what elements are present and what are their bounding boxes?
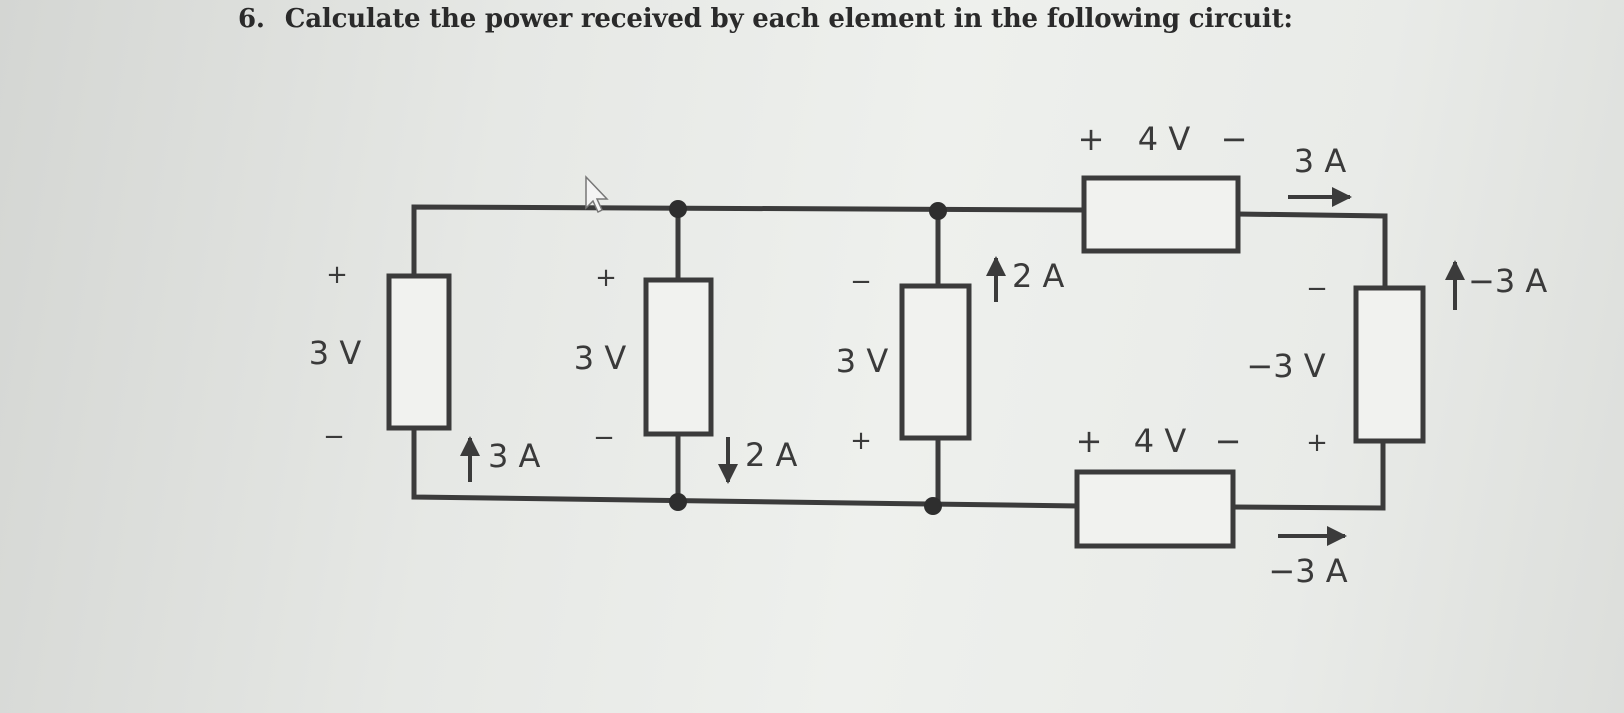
element-4-voltage: 4 V bbox=[1138, 120, 1191, 158]
wires bbox=[411, 204, 1388, 511]
question-body: Calculate the power received by each ele… bbox=[284, 4, 1293, 34]
question-text: 6. Calculate the power received by each e… bbox=[238, 4, 1293, 34]
element-5-current: −3 A bbox=[1468, 262, 1547, 300]
element-3-plus: + bbox=[850, 426, 872, 456]
element-1-plus: + bbox=[326, 260, 348, 290]
element-1-current: 3 A bbox=[488, 437, 541, 475]
element-1-minus: − bbox=[323, 422, 345, 452]
element-1-voltage: 3 V bbox=[309, 334, 362, 372]
node-bottom-1 bbox=[669, 493, 687, 511]
element-6-voltage: 4 V bbox=[1134, 422, 1187, 460]
element-2-box bbox=[643, 277, 714, 437]
top-wire-left bbox=[411, 204, 1087, 279]
element-2-plus: + bbox=[595, 263, 617, 293]
nodes bbox=[669, 200, 947, 515]
element-6-box bbox=[1074, 469, 1236, 549]
element-5-box bbox=[1353, 285, 1426, 444]
node-top-1 bbox=[669, 200, 687, 218]
element-4-plus: + bbox=[1078, 120, 1105, 158]
bottom-wire-right bbox=[1230, 438, 1386, 511]
node-bottom-2 bbox=[924, 497, 942, 515]
element-5-minus: − bbox=[1306, 274, 1328, 304]
element-1-box bbox=[386, 273, 452, 431]
element-6-plus: + bbox=[1076, 422, 1103, 460]
mouse-pointer-icon bbox=[585, 175, 609, 214]
top-wire-right bbox=[1235, 211, 1388, 291]
element-3-box bbox=[899, 283, 972, 441]
element-6-current: −3 A bbox=[1268, 552, 1347, 590]
bottom-wire-left bbox=[411, 425, 1080, 509]
element-6-minus: − bbox=[1215, 422, 1242, 460]
element-2-minus: − bbox=[593, 423, 615, 453]
element-3-current: 2 A bbox=[1012, 257, 1065, 295]
element-5-voltage: −3 V bbox=[1246, 347, 1325, 385]
elements bbox=[386, 175, 1426, 549]
element-2-voltage: 3 V bbox=[574, 339, 627, 377]
question-number: 6. bbox=[238, 4, 265, 34]
element-2-current: 2 A bbox=[745, 436, 798, 474]
element-5-plus: + bbox=[1306, 428, 1328, 458]
element-4-box bbox=[1081, 175, 1241, 254]
element-3-voltage: 3 V bbox=[836, 342, 889, 380]
element-4-minus: − bbox=[1221, 120, 1248, 158]
element-3-minus: − bbox=[850, 267, 872, 297]
element-4-current: 3 A bbox=[1294, 142, 1347, 180]
node-top-2 bbox=[929, 202, 947, 220]
